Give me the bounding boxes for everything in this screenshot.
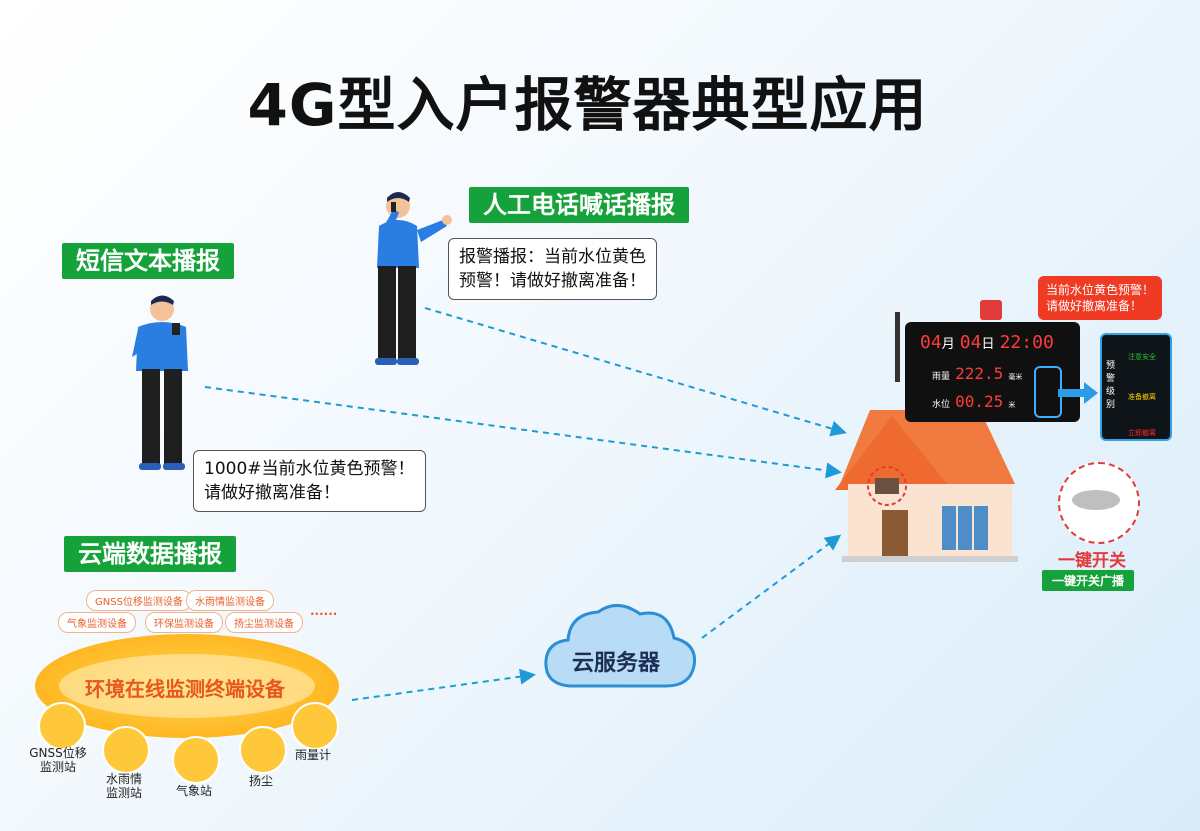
page-title: 4G型入户报警器典型应用 [247, 71, 928, 139]
station-gnss-icon [38, 702, 86, 750]
warning-level-panel [1100, 333, 1172, 441]
station-rain-gauge-label: 雨量计 [294, 748, 331, 762]
level-green: 注意安全 [1128, 353, 1156, 361]
station-hydrology-icon [102, 726, 150, 774]
level-arrow-icon [1058, 382, 1098, 404]
device-alert-bubble: 当前水位黄色预警！ 请做好撤离准备！ [1038, 276, 1163, 320]
man-on-phone-figure [375, 192, 452, 365]
switch-button-cap [1072, 490, 1120, 510]
station-dust-icon [239, 726, 287, 774]
station-rain-gauge-icon [291, 702, 339, 750]
level-yellow: 准备撤离 [1128, 393, 1156, 401]
phone-bubble-line2: 预警！请做好撤离准备！ [459, 271, 646, 291]
arrow-phone-to-house [424, 307, 847, 437]
pill-gnss: GNSS位移监测设备 [86, 590, 192, 611]
rain-label: 雨量 [932, 372, 951, 382]
sms-bubble-line1: 1000#当前水位黄色预警！ [204, 459, 415, 479]
station-dust-label: 扬尘 [248, 774, 273, 788]
pill-dust: 扬尘监测设备 [225, 612, 303, 633]
arrow-cloud-to-house [701, 534, 842, 639]
arrow-sms-to-house [204, 386, 842, 479]
station-hydrology-label: 水雨情监测站 [105, 772, 142, 800]
antenna-icon [895, 312, 900, 382]
rain-value: 222.5 [955, 364, 1004, 383]
water-unit: 米 [1008, 401, 1016, 409]
device-alert-line1: 当前水位黄色预警！ [1046, 283, 1155, 297]
pill-water-rain: 水雨情监测设备 [186, 590, 274, 611]
house-illustration [835, 410, 1018, 562]
cloud-server-icon [544, 604, 697, 688]
monitoring-ring-label: 环境在线监测终端设备 [85, 677, 285, 701]
cloud-server-label: 云服务器 [572, 651, 661, 676]
water-value: 00.25 [955, 392, 1004, 411]
alarm-device-panel [905, 322, 1080, 422]
phone-bubble-line1: 报警播报：当前水位黄色 [459, 247, 646, 267]
monitoring-ring [35, 634, 339, 738]
device-day-unit: 日 [981, 337, 995, 352]
pill-weather: 气象监测设备 [58, 612, 136, 633]
phone-call-bubble: 报警播报：当前水位黄色 预警！请做好撤离准备！ [448, 238, 657, 300]
switch-label: 一键开关 [1058, 551, 1126, 571]
station-weather-label: 气象站 [175, 784, 212, 798]
device-time: 22:00 [999, 332, 1054, 353]
arrow-monitor-to-cloud [351, 668, 536, 701]
rain-unit: 毫米 [1008, 373, 1023, 381]
device-water-row: 水位 00.25 米 [932, 392, 1015, 411]
device-month-unit: 月 [941, 337, 955, 352]
switch-button-icon[interactable] [1058, 462, 1140, 544]
device-month: 04 [920, 332, 942, 353]
station-weather-icon [172, 736, 220, 784]
cloud-data-tag: 云端数据播报 [64, 536, 236, 572]
pill-more: ······ [310, 607, 338, 621]
phone-call-tag: 人工电话喊话播报 [469, 187, 689, 223]
water-label: 水位 [932, 400, 951, 410]
man-texting-figure [132, 295, 188, 470]
device-rain-row: 雨量 222.5 毫米 [932, 364, 1022, 383]
station-gnss-label: GNSS位移监测站 [29, 746, 87, 774]
warning-level-title: 预 警 级 别 [1106, 361, 1116, 410]
pill-environment: 环保监测设备 [145, 612, 223, 633]
sms-bubble: 1000#当前水位黄色预警！ 请做好撤离准备！ [193, 450, 426, 512]
device-date-row: 04月 04日 22:00 [920, 332, 1054, 353]
sms-tag: 短信文本播报 [62, 243, 234, 279]
level-red: 立即撤离 [1128, 429, 1156, 437]
device-day: 04 [959, 332, 982, 353]
device-alert-line2: 请做好撤离准备！ [1046, 299, 1143, 313]
switch-tag: 一键开关广播 [1042, 570, 1135, 591]
sms-bubble-line2: 请做好撤离准备！ [204, 483, 340, 503]
alarm-siren-light-icon [980, 300, 1002, 320]
